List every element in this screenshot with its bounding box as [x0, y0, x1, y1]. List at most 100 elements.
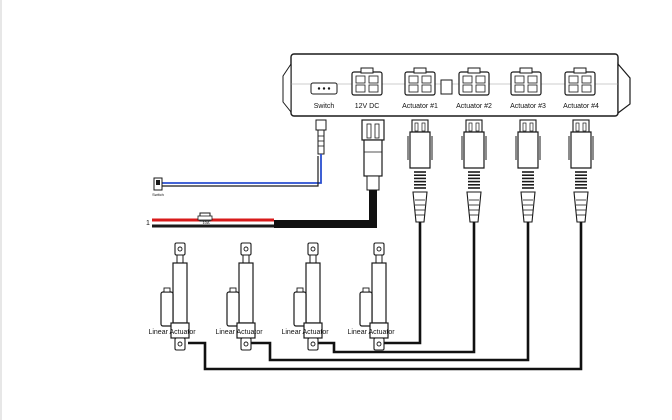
actuator-plug-1	[407, 119, 433, 223]
switch-cable: Switch	[152, 119, 327, 197]
port-label-power: 12V DC	[355, 103, 380, 110]
power-pin-cell	[355, 75, 366, 84]
actuator-cable-3	[250, 222, 530, 362]
actuator-mount-hole	[243, 246, 249, 252]
actuator-motor	[226, 291, 240, 327]
plug-strain-relief	[520, 191, 536, 223]
actuator-label-1: Linear Actuator	[148, 329, 196, 336]
power-port-latch	[360, 67, 374, 74]
plug-body	[409, 131, 431, 169]
actuator-motor-cap	[163, 287, 171, 293]
actuator-label-4: Linear Actuator	[347, 329, 395, 336]
power-cable-sheath	[274, 190, 377, 228]
actuator-cable-2	[317, 222, 476, 354]
port-label-switch: Switch	[314, 103, 335, 110]
actuator-port-4	[564, 67, 596, 96]
actuator-plugs	[407, 119, 594, 223]
switch-pin	[317, 87, 321, 90]
actuator-plug-2	[461, 119, 487, 223]
power-pin-cell	[368, 75, 379, 84]
actuator-motor-cap	[296, 287, 304, 293]
linear-actuator-2	[226, 242, 256, 351]
control-box: Switch 12V DC Actuator #1 Actuator #2 Ac…	[282, 53, 631, 117]
plug-strain-relief	[466, 191, 482, 223]
actuator-cable-4	[188, 222, 583, 371]
switch-wire-black	[162, 156, 319, 187]
actuator-cables	[188, 222, 583, 371]
plug-body	[463, 131, 485, 169]
actuator-label-2: Linear Actuator	[215, 329, 263, 336]
plug-side-clips	[461, 136, 487, 160]
actuator-cable-1	[382, 222, 422, 345]
actuator-label-3: Linear Actuator	[281, 329, 329, 336]
jumper-plug	[440, 79, 453, 95]
port-label-actuator-1: Actuator #1	[402, 103, 438, 110]
control-box-left-flange	[282, 62, 292, 114]
switch-pin	[327, 87, 331, 90]
actuator-port-1	[404, 67, 436, 96]
plug-pin	[529, 122, 534, 132]
plug-pin	[575, 122, 580, 132]
port-label-actuator-4: Actuator #4	[563, 103, 599, 110]
actuator-rod-collar	[242, 254, 250, 264]
switch-plug-head	[315, 119, 327, 131]
actuator-motor-cap	[362, 287, 370, 293]
actuator-mount-hole	[310, 341, 316, 347]
actuator-port-3	[510, 67, 542, 96]
actuator-motor-cap	[229, 287, 237, 293]
switch-label: Switch	[152, 192, 164, 197]
fuse-holder-body	[197, 215, 213, 221]
rocker-switch-toggle	[156, 180, 160, 185]
actuator-plug-4	[568, 119, 594, 223]
linear-actuator-1	[160, 242, 190, 351]
actuator-tube	[305, 262, 321, 324]
wire-marker-label: 1	[146, 220, 150, 227]
linear-actuator-3	[293, 242, 323, 351]
actuator-mount-hole	[376, 246, 382, 252]
actuator-motor	[293, 291, 307, 327]
plug-pin	[582, 122, 587, 132]
plug-side-clips	[568, 136, 594, 160]
switch-port	[310, 82, 338, 95]
plug-side-clips	[515, 136, 541, 160]
actuator-mount-hole	[177, 246, 183, 252]
switch-pin	[322, 87, 326, 90]
actuator-rod-collar	[176, 254, 184, 264]
actuator-port-2	[458, 67, 490, 96]
actuator-mount-hole	[177, 341, 183, 347]
port-label-actuator-3: Actuator #3	[510, 103, 546, 110]
fuse-label: 10A	[202, 220, 209, 225]
power-plug-boot	[366, 175, 380, 191]
actuator-tube	[371, 262, 387, 324]
plug-head	[572, 119, 590, 133]
plug-pin	[414, 122, 419, 132]
plug-head	[411, 119, 429, 133]
actuator-rod-collar	[309, 254, 317, 264]
plug-pin	[475, 122, 480, 132]
actuator-motor	[160, 291, 174, 327]
plug-body	[570, 131, 592, 169]
plug-body	[517, 131, 539, 169]
actuator-mount-hole	[243, 341, 249, 347]
port-label-actuator-2: Actuator #2	[456, 103, 492, 110]
power-cable: 10A 1	[146, 119, 385, 228]
switch-wire-blue	[162, 154, 322, 184]
power-pin-cell	[355, 84, 366, 93]
actuator-tube	[172, 262, 188, 324]
actuator-mount-hole	[376, 341, 382, 347]
linear-actuators	[160, 242, 389, 351]
power-plug-body	[363, 139, 383, 177]
plug-head	[519, 119, 537, 133]
actuator-mount-hole	[310, 246, 316, 252]
plug-pin	[522, 122, 527, 132]
plug-strain-relief	[412, 191, 428, 223]
linear-actuator-4	[359, 242, 389, 351]
actuator-tube	[238, 262, 254, 324]
switch-plug-body	[317, 129, 325, 155]
power-port	[351, 67, 383, 96]
power-plug-head	[361, 119, 385, 141]
actuator-plug-3	[515, 119, 541, 223]
actuator-motor	[359, 291, 373, 327]
